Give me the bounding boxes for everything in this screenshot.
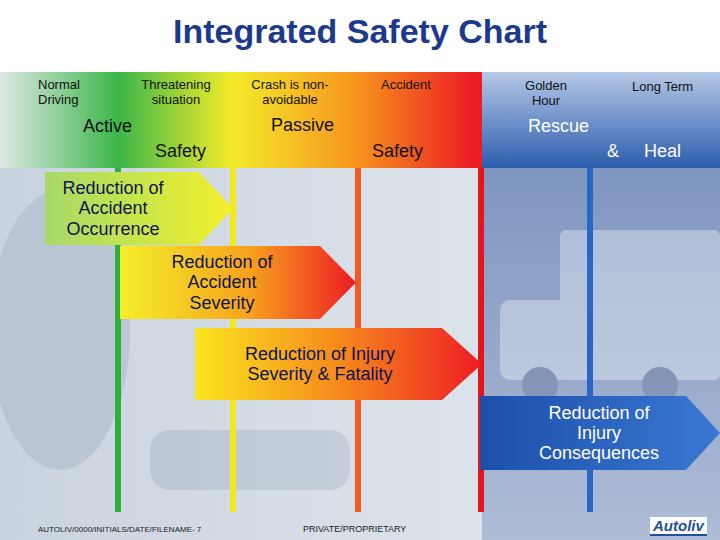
- stage-arrow: Reduction of Injury Consequences: [480, 396, 720, 470]
- phase-label: Crash is non-avoidable: [238, 78, 342, 108]
- phase-label: Normal Driving: [38, 78, 100, 108]
- footer-note: PRIVATE/PROPRIETARY: [303, 524, 406, 534]
- arrow-text: Reduction of Accident Severity: [156, 252, 288, 312]
- arrow-outline: [45, 172, 233, 245]
- category-label: Safety: [155, 141, 206, 162]
- category-label: Safety: [372, 141, 423, 162]
- stage-arrow: Reduction of Injury Severity & Fatality: [195, 328, 482, 400]
- phase-label: Long Term: [632, 80, 693, 95]
- footer-note: AUTOLIV/0000/INITIALS/DATE/FILENAME- 7: [38, 525, 201, 534]
- arrow-outline: [195, 328, 482, 400]
- stage-arrow: Reduction of Accident Occurrence: [45, 172, 233, 245]
- category-label: Heal: [644, 141, 681, 162]
- phase-label: Threatening situation: [128, 78, 224, 108]
- arrow-text: Reduction of Injury Consequences: [524, 403, 674, 463]
- phase-label: Accident: [368, 78, 444, 93]
- stage-arrow: Reduction of Accident Severity: [120, 246, 356, 319]
- company-logo: Autoliv: [650, 517, 707, 536]
- arrow-outline: [480, 396, 720, 470]
- category-label: &: [607, 141, 619, 162]
- arrow-outline: [120, 246, 356, 319]
- phase-label: Golden Hour: [516, 79, 576, 109]
- category-label: Rescue: [528, 116, 589, 137]
- chart-title: Integrated Safety Chart: [0, 12, 720, 51]
- category-label: Passive: [271, 115, 334, 136]
- category-label: Active: [83, 116, 132, 137]
- arrow-text: Reduction of Accident Occurrence: [49, 178, 177, 238]
- arrow-text: Reduction of Injury Severity & Fatality: [235, 344, 405, 384]
